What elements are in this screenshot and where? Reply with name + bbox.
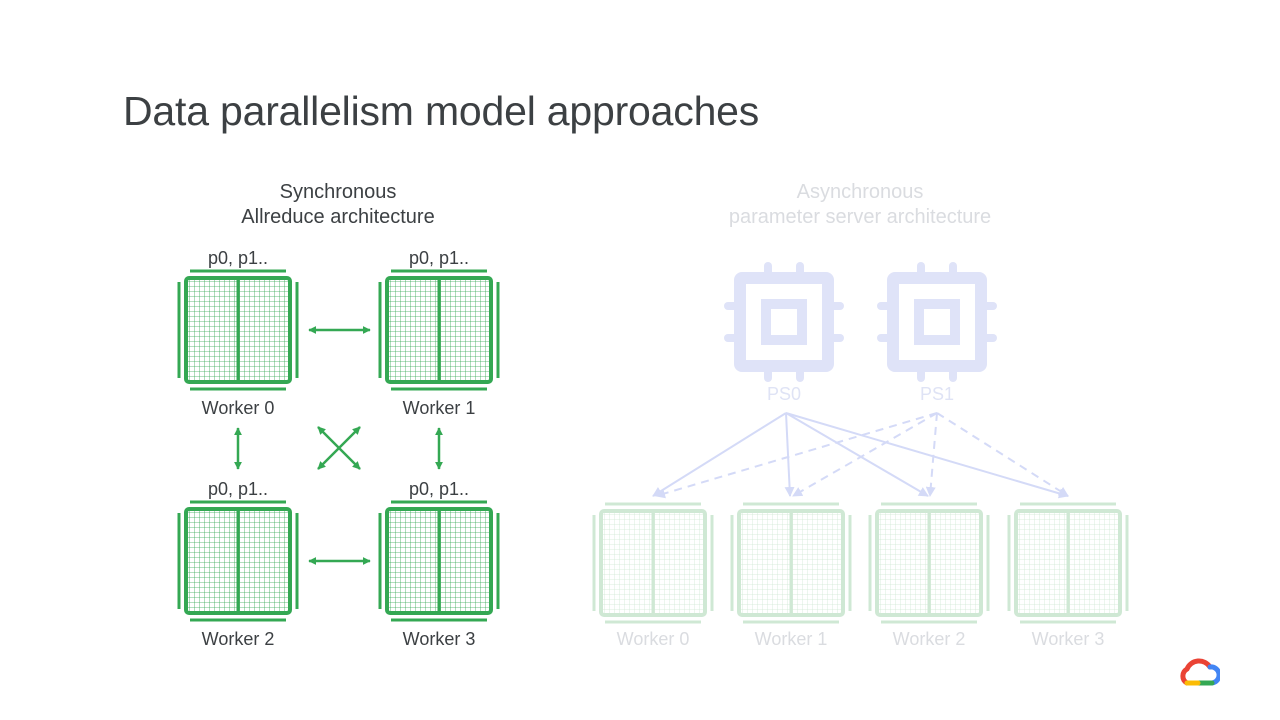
async-worker-1-label: Worker 1 (754, 629, 828, 649)
async-worker-1-tpu-icon (730, 502, 852, 624)
worker-0-params-label: p0, p1.. (207, 248, 269, 268)
arrow-ps1-w0 (655, 412, 938, 499)
worker-1-label: Worker 1 (402, 398, 476, 418)
slide-title: Data parallelism model approaches (123, 88, 760, 134)
ps1-cpu-icon (877, 262, 997, 382)
ps0-cpu-icon (724, 262, 844, 382)
arrow-ps0-w2 (785, 412, 929, 497)
arrow-ps0-w0 (652, 412, 787, 497)
async-worker-3-label: Worker 3 (1031, 629, 1105, 649)
async-worker-0-tpu-icon (592, 502, 714, 624)
sync-heading: Synchronous Allreduce architecture (241, 180, 434, 230)
ps0-label: PS0 (766, 384, 802, 404)
arrow-ps0-w1 (784, 412, 795, 497)
async-worker-0-label: Worker 0 (616, 629, 690, 649)
arrow-ps0-w3 (785, 412, 1069, 499)
arrow-w1-w2 (317, 426, 361, 470)
sync-heading-line2: Allreduce architecture (241, 206, 435, 228)
worker-2-params-label: p0, p1.. (207, 479, 269, 499)
google-cloud-logo-icon (1180, 658, 1220, 686)
async-heading-line1: Asynchronous (796, 181, 924, 203)
async-heading-line2: parameter server architecture (728, 206, 992, 228)
worker-3-tpu-icon (378, 500, 500, 622)
async-heading: Asynchronous parameter server architectu… (729, 180, 991, 230)
async-worker-2-label: Worker 2 (892, 629, 966, 649)
allreduce-arrows (233, 325, 444, 566)
worker-1-params-label: p0, p1.. (408, 248, 470, 268)
worker-3-params-label: p0, p1.. (408, 479, 470, 499)
arrow-ps1-w3 (936, 412, 1069, 497)
async-worker-2-tpu-icon (868, 502, 990, 624)
ps1-label: PS1 (919, 384, 955, 404)
worker-0-label: Worker 0 (201, 398, 275, 418)
sync-heading-line1: Synchronous (279, 181, 397, 203)
ps-arrows (652, 412, 1069, 499)
worker-3-label: Worker 3 (402, 629, 476, 649)
async-worker-3-tpu-icon (1007, 502, 1129, 624)
arrow-ps1-w1 (792, 412, 938, 497)
worker-2-tpu-icon (177, 500, 299, 622)
arrow-ps1-w2 (925, 412, 938, 497)
worker-1-tpu-icon (378, 269, 500, 391)
worker-2-label: Worker 2 (201, 629, 275, 649)
worker-0-tpu-icon (177, 269, 299, 391)
